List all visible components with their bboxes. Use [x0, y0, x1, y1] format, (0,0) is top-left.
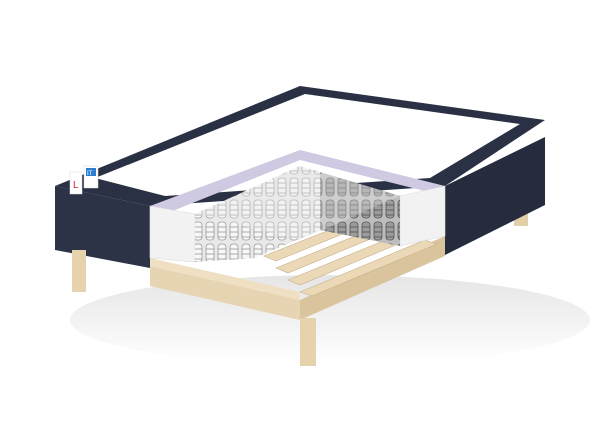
foam-block-left: [149, 205, 196, 263]
wood-frame-front: [150, 266, 300, 320]
bed-leg-front-left: [72, 250, 86, 292]
floor-shadow: [70, 275, 590, 365]
mattress-top: [95, 94, 520, 196]
tag-blue-square: [86, 168, 96, 176]
foam-layer-lavender: [150, 150, 445, 214]
spring-top-layer: [195, 166, 400, 240]
fabric-side-right: [445, 137, 545, 255]
brand-label-tag: L IT: [69, 165, 99, 195]
tag-letter-it: IT: [87, 171, 93, 177]
tag-letter-l: L: [73, 180, 79, 191]
wood-frame-edge: [150, 258, 300, 300]
tag-left: [69, 171, 83, 195]
foam-block-right: [399, 185, 446, 247]
bed-leg-front-center: [300, 318, 316, 366]
fabric-front-left: [55, 186, 150, 268]
pocket-springs-front: [195, 166, 320, 262]
wood-frame-side: [300, 236, 445, 320]
pocket-springs-back: [320, 172, 400, 246]
